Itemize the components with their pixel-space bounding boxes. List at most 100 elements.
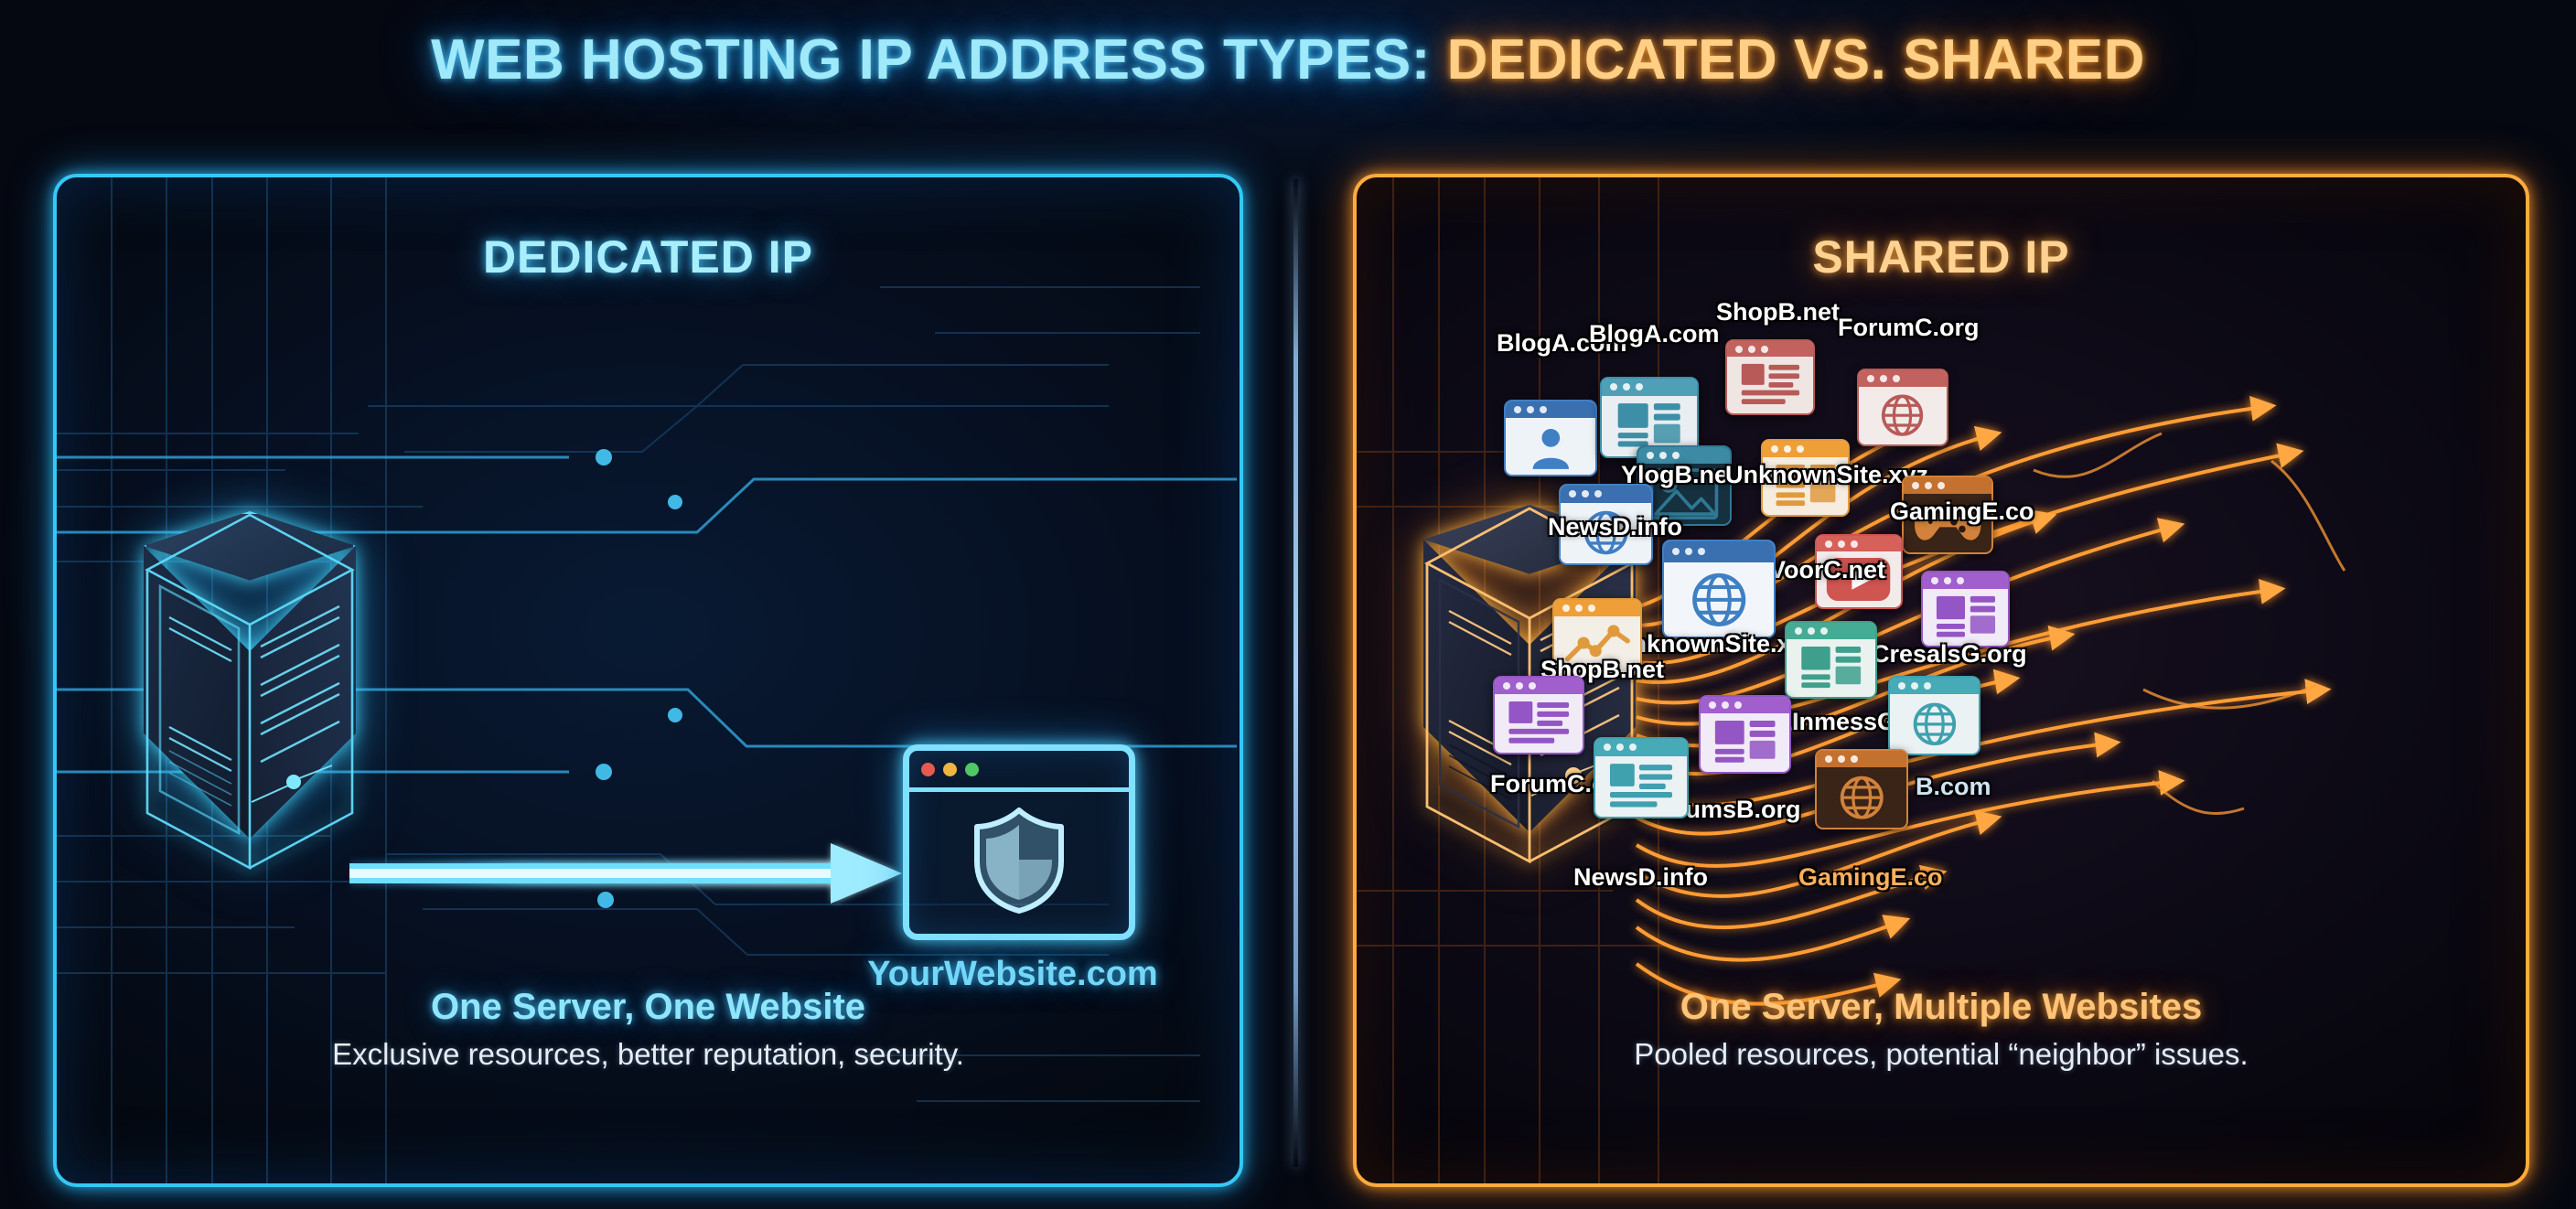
site-card-label: BlogA.com [1497, 329, 1627, 357]
server-left-face [144, 546, 250, 839]
article-icon [1595, 756, 1687, 817]
site-card-titlebar [1495, 678, 1583, 695]
window-dot [1893, 374, 1900, 382]
window-dot [1880, 374, 1887, 382]
site-card-titlebar [1817, 751, 1906, 768]
globe-icon [1817, 767, 1906, 828]
window-dot [1709, 701, 1716, 710]
page-title: WEB HOSTING IP ADDRESS TYPES: DEDICATED … [0, 27, 2576, 92]
arrow-core [349, 843, 902, 904]
dedicated-footer: One Server, One Website Exclusive resour… [57, 987, 1240, 1072]
window-dot [1734, 701, 1742, 710]
window-dot [1937, 482, 1945, 490]
dedicated-footer-heading: One Server, One Website [430, 987, 866, 1027]
window-dot [1685, 548, 1692, 556]
window-dot [1795, 626, 1802, 635]
site-card[interactable] [1504, 400, 1597, 476]
window-dot [1636, 383, 1643, 391]
globe-icon [1859, 387, 1947, 444]
window-dot [1825, 540, 1832, 548]
site-card-titlebar [1859, 370, 1947, 387]
window-dot [1825, 755, 1832, 764]
shared-footer-sub: Pooled resources, potential “neighbor” i… [1634, 1037, 2249, 1071]
globe-icon [1890, 694, 1979, 754]
window-dot [1610, 383, 1617, 391]
site-card[interactable] [1493, 676, 1584, 754]
site-card-titlebar [1595, 739, 1687, 756]
site-card[interactable] [1559, 484, 1653, 565]
site-card[interactable] [1662, 540, 1776, 638]
window-dot [1838, 755, 1845, 764]
site-card-titlebar [1923, 572, 2008, 589]
site-card-titlebar [1904, 477, 1991, 495]
window-dot [1629, 744, 1637, 752]
site-card[interactable] [1699, 695, 1791, 774]
site-card[interactable] [1785, 621, 1877, 699]
site-card[interactable] [1902, 476, 1993, 554]
window-dot [1784, 444, 1791, 453]
gamepad-icon [1904, 494, 1991, 552]
window-dot [1588, 604, 1595, 612]
site-card-label: UnknownSite.xyz [1614, 630, 1818, 658]
layout-icon [1602, 396, 1697, 456]
window-dot [1516, 682, 1523, 690]
window-dot [1514, 405, 1521, 413]
layout-icon [1701, 713, 1789, 772]
globe-icon [1561, 503, 1651, 563]
article-icon [1495, 694, 1583, 753]
site-card-titlebar [1817, 536, 1901, 552]
site-card[interactable] [1594, 737, 1689, 818]
window-dot [1808, 626, 1815, 635]
window-minimize-dot[interactable] [943, 762, 957, 776]
window-dot [1797, 444, 1804, 453]
site-card-label: GamingE.co [1798, 863, 1943, 891]
site-card-titlebar [1890, 678, 1979, 695]
window-dot [1761, 345, 1768, 353]
site-card-label: VoorC.net [1769, 556, 1885, 583]
dedicated-ip-heading: DEDICATED IP [482, 231, 814, 283]
page-title-blue: WEB HOSTING IP ADDRESS TYPES: [431, 28, 1431, 91]
shared-footer: One Server, Multiple Websites Pooled res… [1357, 987, 2526, 1072]
window-dot [1925, 482, 1932, 490]
site-card-label: UnknownSite.xyz [1725, 461, 1929, 488]
window-dot [1735, 345, 1743, 353]
site-card[interactable] [1888, 676, 1980, 755]
window-dot [1623, 383, 1630, 391]
site-card-label: NewsD.info [1548, 512, 1683, 540]
window-dot [1582, 490, 1589, 498]
site-card-titlebar [1602, 379, 1697, 396]
window-dot [1911, 682, 1918, 690]
site-card-titlebar [1554, 600, 1640, 616]
window-dot [1867, 374, 1874, 382]
site-card[interactable] [1857, 369, 1948, 446]
window-dot [1672, 452, 1680, 460]
user-avatar-icon [1506, 418, 1595, 475]
site-card-titlebar [1727, 341, 1813, 358]
site-card[interactable] [1815, 534, 1903, 609]
window-dot [1672, 548, 1680, 556]
site-card-label: NewsD.info [1573, 863, 1709, 891]
window-dot [1851, 755, 1858, 764]
window-close-dot[interactable] [921, 762, 935, 776]
window-dot [1748, 345, 1755, 353]
window-dot [1616, 744, 1624, 752]
site-card[interactable] [1921, 571, 2010, 647]
window-dot [1527, 405, 1534, 413]
browser-titlebar [909, 751, 1129, 792]
window-dot [1569, 490, 1576, 498]
window-dot [1838, 540, 1845, 548]
server-right-face [250, 546, 356, 839]
panel-divider [1293, 179, 1298, 1167]
layout-icon [1763, 457, 1848, 515]
window-dot [1722, 701, 1729, 710]
window-maximize-dot[interactable] [965, 762, 979, 776]
site-card[interactable] [1552, 598, 1642, 675]
site-card[interactable] [1815, 749, 1908, 829]
site-card[interactable] [1761, 439, 1850, 517]
window-dot [1820, 626, 1828, 635]
page-title-orange: DEDICATED VS. SHARED [1446, 28, 2145, 91]
site-card[interactable] [1600, 377, 1699, 458]
site-card-titlebar [1561, 486, 1651, 503]
site-card[interactable] [1725, 339, 1815, 415]
website-browser-window [903, 744, 1135, 940]
